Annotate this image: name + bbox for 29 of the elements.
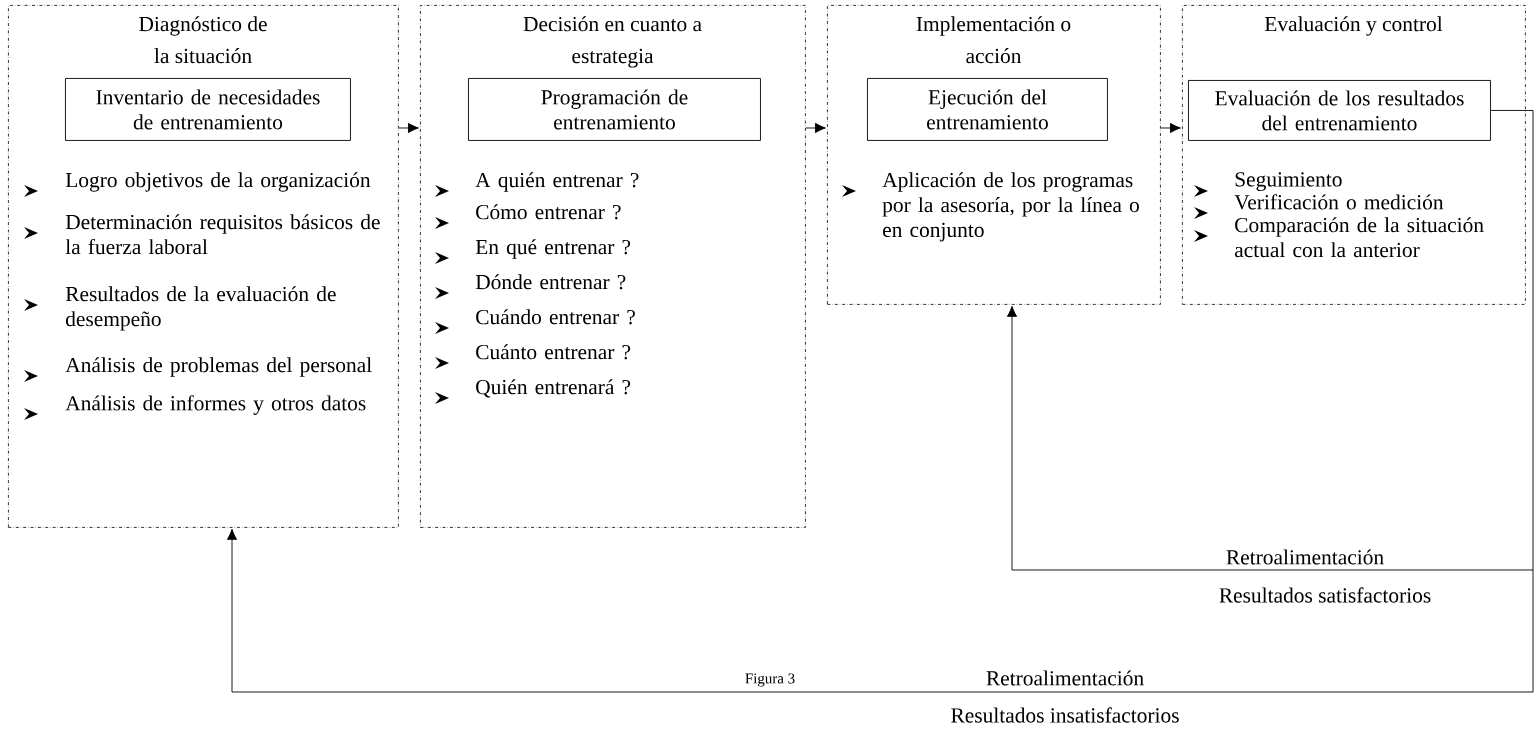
process-box: Inventario de necesidades de entrenamiento xyxy=(65,78,351,141)
feedback-line xyxy=(1490,110,1534,571)
edge-label: Retroalimentación xyxy=(984,669,1146,687)
bullet-item: Análisis de informes y otros datos xyxy=(24,395,366,420)
bullet-item: En qué entrenar ? xyxy=(435,239,631,264)
process-box: Ejecución del entrenamiento xyxy=(867,78,1108,141)
bullet-item: Resultados de la evaluación de desempeño xyxy=(24,286,336,331)
bullet-item: Cómo entrenar ? xyxy=(435,204,621,229)
note-text: Resultados satisfactorios xyxy=(1219,587,1431,603)
bullet-item: Aplicación de los programas por la asesoría, por la línea o en conjunto xyxy=(842,172,1139,242)
feedback-arrow xyxy=(1006,305,1534,571)
process-box: Programación de entrenamiento xyxy=(468,78,761,141)
bullet-item: Quién entrenará ? xyxy=(435,379,631,404)
bullet-item: A quién entrenar ? xyxy=(435,172,639,197)
bullet-item: Determinación requisitos básicos de la fuerza laboral xyxy=(24,214,380,255)
arrow xyxy=(1160,122,1181,134)
bullet-item: Cuánto entrenar ? xyxy=(435,344,631,369)
feedback-arrow xyxy=(226,528,1534,693)
bullet-item: Logro objetivos de la organización xyxy=(24,172,371,197)
process-box: Evaluación de los resultados del entrenamiento xyxy=(1188,80,1491,141)
edge-label: Retroalimentación xyxy=(1224,548,1386,566)
arrow xyxy=(398,122,419,134)
bullet-item: Análisis de problemas del personal xyxy=(24,357,372,382)
arrow xyxy=(805,122,826,134)
note-text: Resultados insatisfactorios xyxy=(951,707,1179,723)
bullet-item: Cuándo entrenar ? xyxy=(435,309,635,334)
bullet-item: Comparación de la situación actual con la anterior xyxy=(1194,217,1484,258)
caption: Figura 3 xyxy=(743,672,797,688)
bullet-item: Dónde entrenar ? xyxy=(435,274,626,299)
